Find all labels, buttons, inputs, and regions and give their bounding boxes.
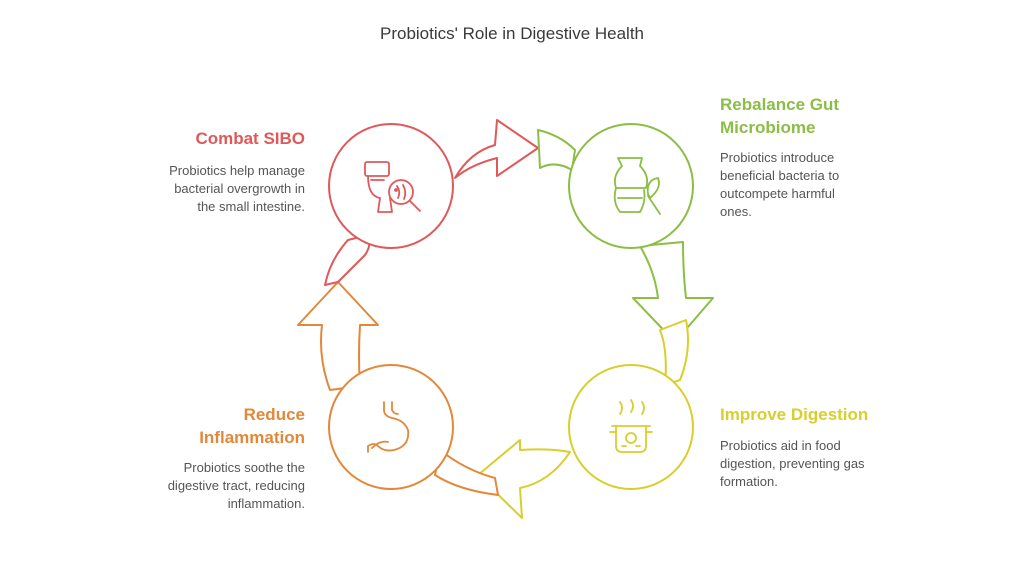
stage-description: Probiotics aid in food digestion, preven… <box>720 438 865 489</box>
arrow-green-to-yellow <box>632 241 714 343</box>
stage-description: Probiotics help manage bacterial overgro… <box>169 163 305 214</box>
stage-improve-digestion: Improve Digestion Probiotics aid in food… <box>720 403 920 491</box>
band-red-left <box>324 234 371 286</box>
band-green-top <box>537 129 576 171</box>
stage-combat-sibo: Combat SIBO Probiotics help manage bacte… <box>130 127 305 216</box>
stage-reduce-inflammation: Reduce Inflammation Probiotics soothe th… <box>130 403 305 513</box>
toilet-microbe-magnifier-icon <box>364 161 421 213</box>
stage-heading: Improve Digestion <box>720 405 869 424</box>
arrow-orange-to-red <box>297 281 379 391</box>
jar-leaf-icon <box>613 157 661 215</box>
stomach-icon <box>367 401 410 453</box>
arrow-yellow-to-orange <box>477 439 571 519</box>
circle-reduce-inflammation <box>328 364 454 490</box>
stage-description: Probiotics soothe the digestive tract, r… <box>167 460 305 511</box>
arrow-red-to-green <box>454 119 539 179</box>
stage-heading: Rebalance Gut Microbiome <box>720 95 840 137</box>
stage-description: Probiotics introduce beneficial bacteria… <box>720 150 840 219</box>
stage-heading: Reduce Inflammation <box>199 405 305 447</box>
circle-rebalance-gut <box>568 123 694 249</box>
circle-improve-digestion <box>568 364 694 490</box>
stage-rebalance-gut: Rebalance Gut Microbiome Probiotics intr… <box>720 93 890 221</box>
band-orange-bottom <box>434 449 499 496</box>
steaming-pot-icon <box>609 399 653 453</box>
page-title: Probiotics' Role in Digestive Health <box>379 24 645 43</box>
stage-heading: Combat SIBO <box>195 129 305 148</box>
